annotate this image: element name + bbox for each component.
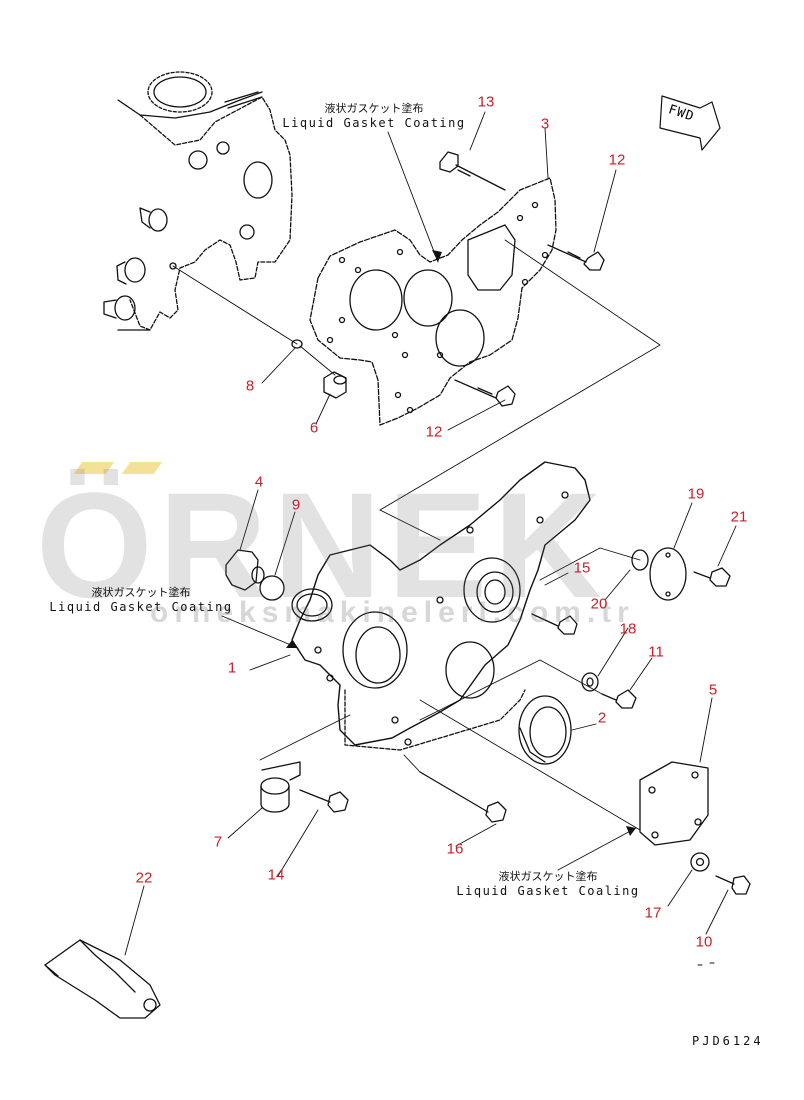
callout-12[interactable]: 12 (425, 423, 443, 441)
alignment-lines (172, 239, 661, 831)
callout-7[interactable]: 7 (213, 833, 223, 851)
engine-block (103, 71, 293, 331)
liquid-gasket-note-top: 液状ガスケット塗布 Liquid Gasket Coating (282, 100, 465, 130)
callout-12[interactable]: 12 (608, 151, 626, 169)
filler-cap-4 (225, 549, 265, 591)
note-jp: 液状ガスケット塗布 (91, 586, 191, 599)
callout-9[interactable]: 9 (291, 496, 301, 514)
note-en: Liquid Gasket Coating (49, 600, 233, 614)
bolt-14 (299, 789, 349, 813)
gasket-tube-22 (44, 939, 161, 1019)
note-jp: 液状ガスケット塗布 (498, 870, 598, 883)
dowel-pin-6 (323, 371, 347, 399)
bolt-21 (693, 567, 731, 587)
callout-5[interactable]: 5 (708, 681, 718, 699)
callout-4[interactable]: 4 (254, 473, 264, 491)
bolt-12-bottom (454, 379, 516, 407)
fwd-arrow-icon (659, 95, 721, 151)
callout-15[interactable]: 15 (573, 559, 591, 577)
gear-case-1 (291, 461, 591, 751)
liquid-gasket-note-bottom: 液状ガスケット塗布 Liquid Gasket Coaling (456, 868, 639, 898)
bolt-12-top (547, 244, 605, 271)
note-en: Liquid Gasket Coaling (456, 884, 640, 898)
washer-18 (581, 672, 599, 692)
gasket-plate-3 (309, 177, 557, 426)
note-jp: 液状ガスケット塗布 (324, 102, 424, 115)
callout-20[interactable]: 20 (590, 595, 608, 613)
leader-lines (124, 111, 737, 956)
callout-13[interactable]: 13 (477, 93, 495, 111)
bolt-10 (715, 875, 751, 895)
bolt-11 (601, 689, 637, 709)
bolt-16 (419, 771, 507, 823)
cover-19 (649, 547, 687, 601)
callout-17[interactable]: 17 (644, 904, 662, 922)
callout-22[interactable]: 22 (135, 869, 153, 887)
oil-seal-2 (518, 695, 572, 765)
callout-21[interactable]: 21 (730, 508, 748, 526)
note-en: Liquid Gasket Coating (282, 116, 466, 130)
callout-10[interactable]: 10 (695, 933, 713, 951)
o-ring-9 (259, 575, 285, 601)
callout-3[interactable]: 3 (540, 115, 550, 133)
callout-1[interactable]: 1 (227, 659, 237, 677)
collar-7 (260, 761, 301, 813)
gasket-20 (631, 549, 649, 571)
callout-19[interactable]: 19 (687, 485, 705, 503)
callout-16[interactable]: 16 (446, 840, 464, 858)
bolt-15 (531, 613, 578, 635)
cover-plate-5 (639, 761, 709, 846)
callout-2[interactable]: 2 (597, 709, 607, 727)
callout-18[interactable]: 18 (619, 620, 637, 638)
callout-11[interactable]: 11 (648, 643, 664, 661)
callout-8[interactable]: 8 (245, 377, 255, 395)
bolt-13 (439, 151, 506, 191)
washer-17 (690, 852, 710, 872)
liquid-gasket-note-left: 液状ガスケット塗布 Liquid Gasket Coating (49, 584, 232, 614)
drawing-number: PJD6124 (692, 1034, 764, 1048)
callout-14[interactable]: 14 (267, 866, 285, 884)
pin-8 (291, 339, 303, 349)
callout-6[interactable]: 6 (309, 419, 319, 437)
